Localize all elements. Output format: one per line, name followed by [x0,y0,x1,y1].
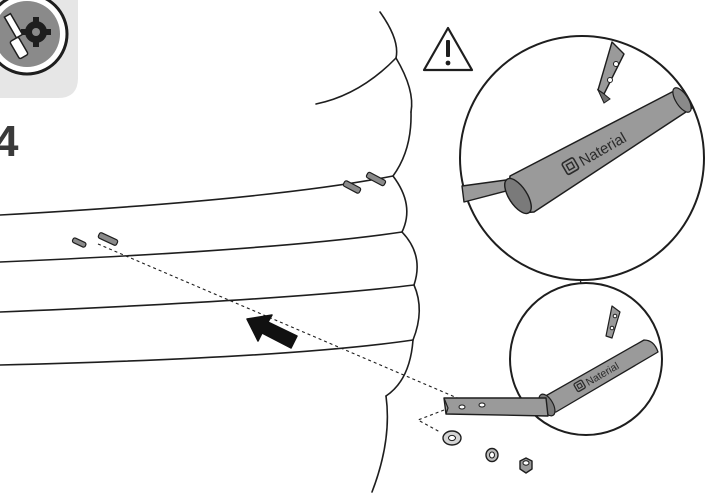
lock-washer-icon [485,447,499,463]
detail-view-top: Naterial [459,35,705,281]
composter-body [0,11,421,493]
direction-arrow [246,314,298,349]
hex-nut-icon [519,457,533,474]
alignment-guide [97,243,463,433]
washer-icon [442,430,462,446]
warning-triangle-icon [422,26,474,72]
naterial-logo-icon [573,379,586,393]
mounting-bracket [443,397,549,417]
step-number: 4 [0,117,19,166]
step-badge [0,0,78,98]
naterial-logo-icon [561,157,580,176]
stud-bolt-icon [71,171,387,248]
screwdriver-gear-icon [3,12,51,60]
